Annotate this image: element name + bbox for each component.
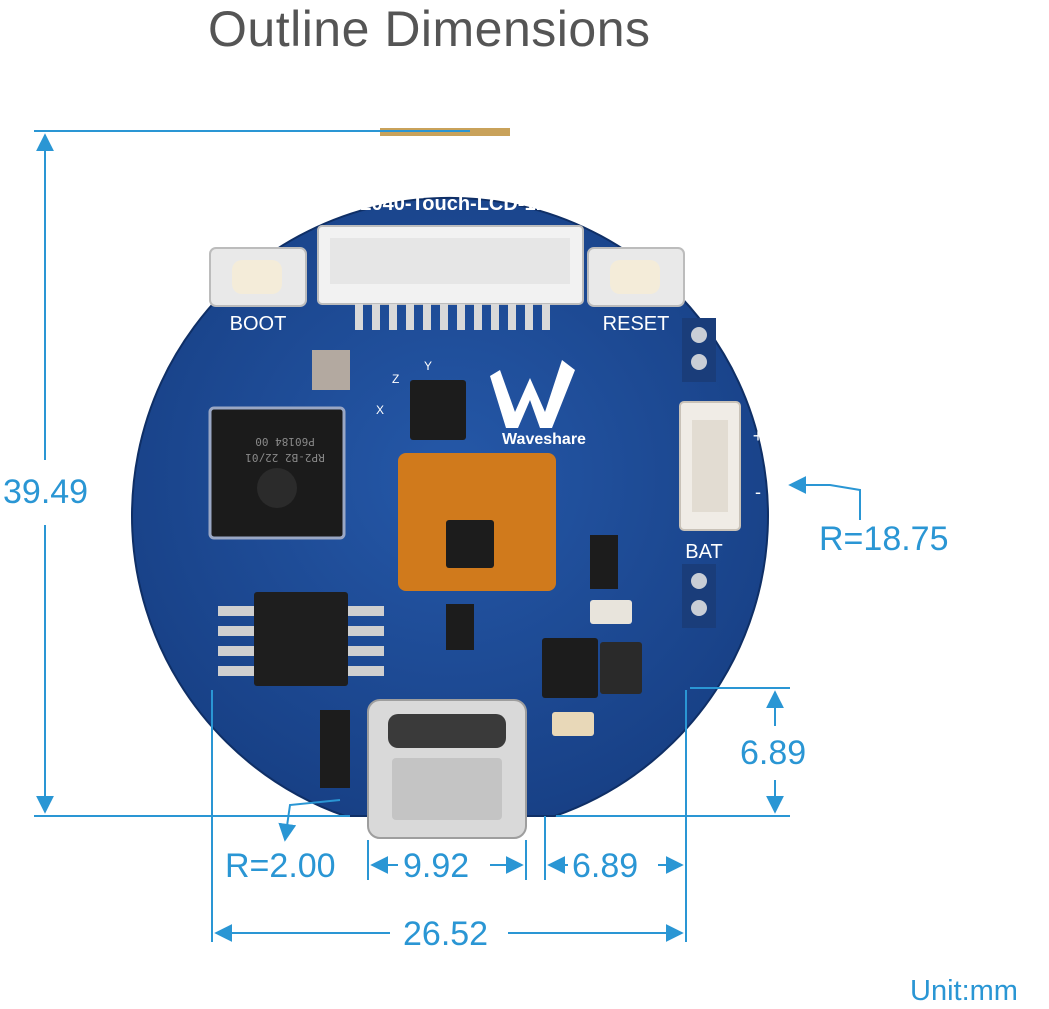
usb-c-connector <box>367 699 527 839</box>
boot-button <box>209 247 307 307</box>
bat-label: BAT <box>685 541 722 563</box>
crystal <box>312 350 350 390</box>
axis-x-label: X <box>376 403 384 417</box>
brand-label: Waveshare <box>502 431 586 448</box>
usb-width-label: 9.92 <box>400 849 473 883</box>
dimension-lines <box>34 130 861 942</box>
reset-label: RESET <box>603 313 670 335</box>
battery-connector <box>679 401 741 531</box>
boot-label: BOOT <box>230 313 287 335</box>
regulator <box>446 604 474 650</box>
inductor <box>600 642 642 694</box>
rp2040-chip <box>208 406 346 540</box>
total-width-label: 26.52 <box>400 917 492 951</box>
imu-chip <box>410 380 466 440</box>
radius-small-leader <box>278 799 341 842</box>
charger-chip <box>542 638 598 698</box>
diode <box>320 710 350 788</box>
cap-small <box>552 712 594 736</box>
bat-header <box>682 564 716 628</box>
page-title: Outline Dimensions <box>208 1 651 57</box>
fpc-connector <box>317 225 584 305</box>
right-offset-label: 6.89 <box>569 849 642 883</box>
debug-header <box>682 318 716 382</box>
flash-chip <box>218 592 384 686</box>
mosfet <box>590 535 618 589</box>
cap-tan <box>590 600 632 624</box>
board-name: RP2040-Touch-LCD-1.28 <box>333 193 564 215</box>
chip-text-bottom: P60184 00 <box>255 435 315 448</box>
radius-small-label: R=2.00 <box>222 849 339 883</box>
radius-large-label: R=18.75 <box>816 522 952 556</box>
radius-large-leader <box>788 476 861 520</box>
height-dimension-label: 39.49 <box>0 475 92 509</box>
bat-minus: - <box>755 482 761 502</box>
fpc-pins <box>355 304 550 330</box>
reset-button <box>587 247 685 307</box>
unit-label: Unit:mm <box>910 975 1018 1007</box>
pcb-board: RP2040-Touch-LCD-1.28 BOOT RESET BAT + -… <box>131 128 769 839</box>
axis-z-label: Z <box>392 372 399 386</box>
notch-height-label: 6.89 <box>737 736 810 770</box>
axis-y-label: Y <box>424 359 432 373</box>
chip-text-top: RP2-B2 22/01 <box>245 451 324 464</box>
waveshare-logo <box>490 360 575 428</box>
bat-plus: + <box>753 426 764 446</box>
touch-chip <box>446 520 494 568</box>
